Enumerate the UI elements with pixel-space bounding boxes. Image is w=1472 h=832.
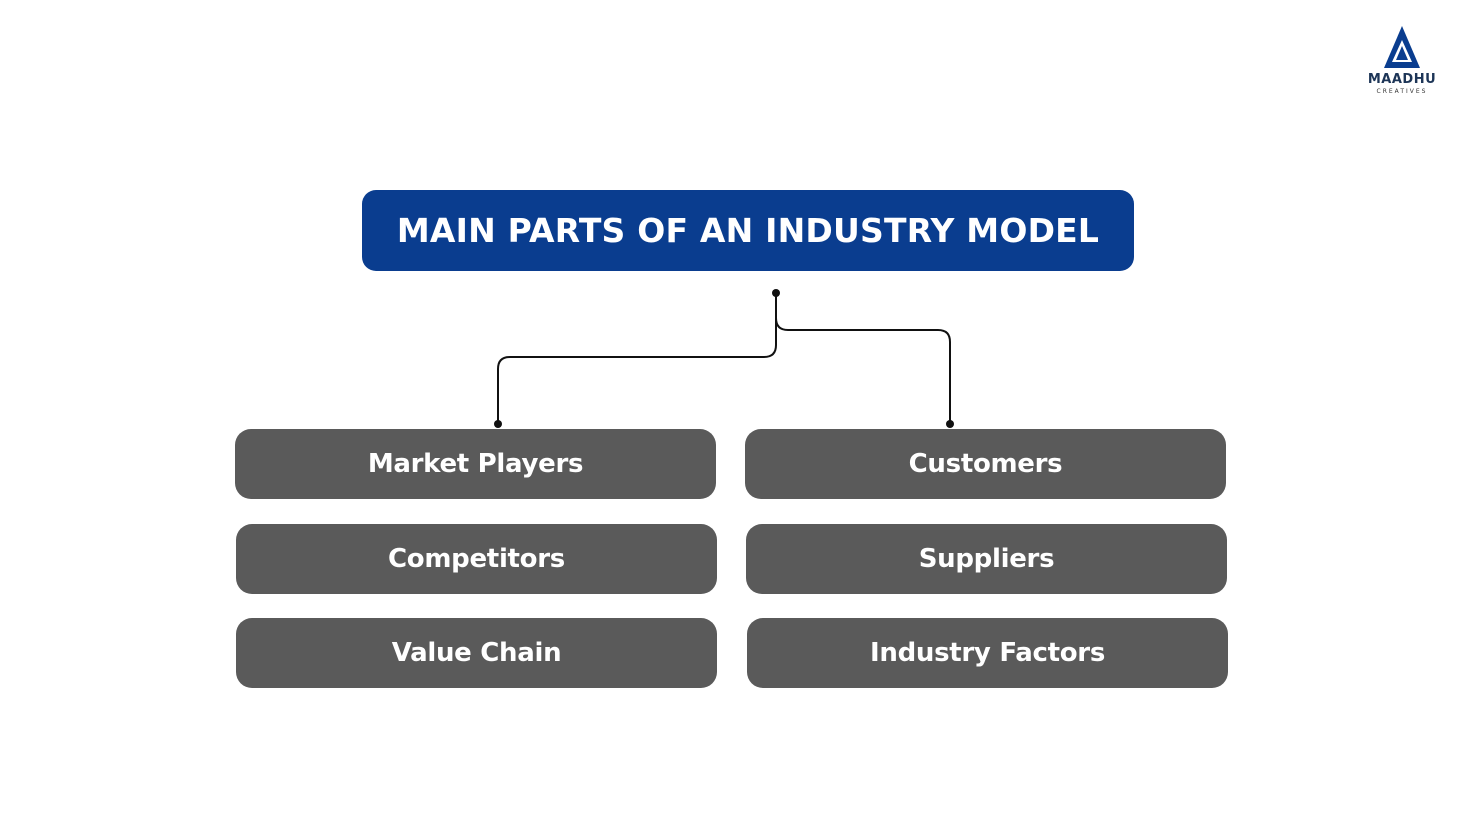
connector-to-customers xyxy=(775,293,951,424)
connector-to-market-players xyxy=(497,293,777,424)
maadhu-creatives-logo: MAADHU CREATIVES xyxy=(1354,24,1450,100)
logo-tagline: CREATIVES xyxy=(1376,88,1428,95)
node-label: Market Players xyxy=(367,449,584,479)
connector-end-dot-right xyxy=(946,420,954,428)
connector-origin-dot xyxy=(772,289,780,297)
diagram-title: MAIN PARTS OF AN INDUSTRY MODEL xyxy=(396,211,1100,250)
node-industry-factors: Industry Factors xyxy=(747,618,1228,688)
node-market-players: Market Players xyxy=(235,429,716,499)
triangle-logo-icon xyxy=(1384,26,1420,68)
node-label: Customers xyxy=(908,449,1063,479)
node-customers: Customers xyxy=(745,429,1226,499)
connector-end-dot-left xyxy=(494,420,502,428)
node-value-chain: Value Chain xyxy=(236,618,717,688)
diagram-title-box: MAIN PARTS OF AN INDUSTRY MODEL xyxy=(362,190,1134,271)
node-label: Suppliers xyxy=(918,544,1055,574)
node-competitors: Competitors xyxy=(236,524,717,594)
node-suppliers: Suppliers xyxy=(746,524,1227,594)
node-label: Industry Factors xyxy=(869,638,1105,668)
node-label: Competitors xyxy=(388,544,565,574)
logo-wordmark: MAADHU xyxy=(1367,72,1437,87)
node-label: Value Chain xyxy=(391,638,562,668)
